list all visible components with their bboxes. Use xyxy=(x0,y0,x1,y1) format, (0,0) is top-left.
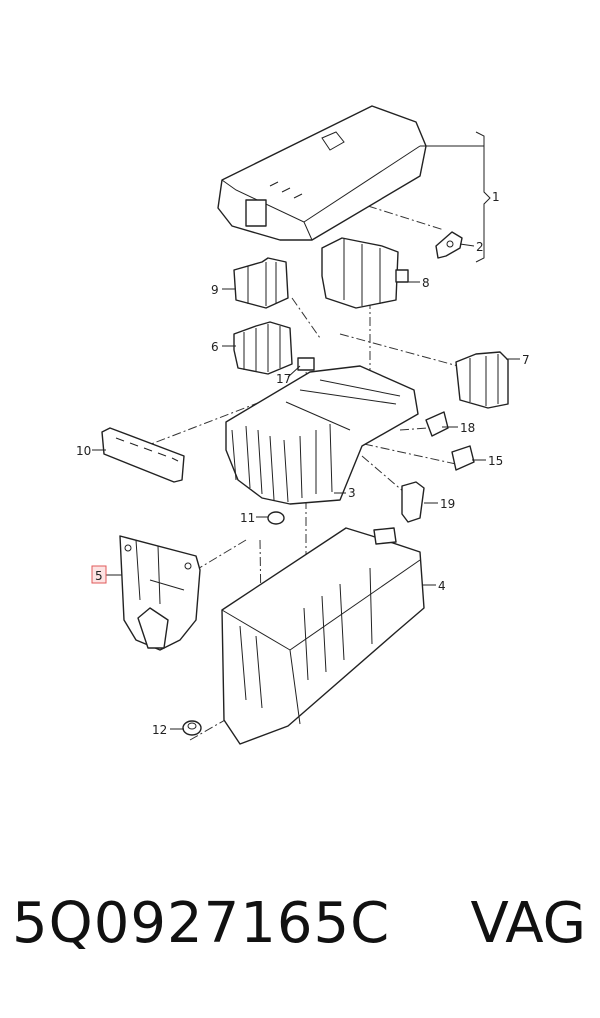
callout-6: 6 xyxy=(211,340,219,354)
callout-3: 3 xyxy=(348,486,356,500)
part-17-fuse xyxy=(297,357,315,371)
part-8-holder xyxy=(321,237,409,309)
part-1-cover xyxy=(217,105,427,241)
callout-10: 10 xyxy=(76,444,91,458)
callout-15: 15 xyxy=(488,454,503,468)
highlight-box xyxy=(91,565,107,584)
callout-5: 5 xyxy=(95,569,103,583)
callout-12: 12 xyxy=(152,723,167,737)
callout-7: 7 xyxy=(522,353,530,367)
part-19-maxi-fuse xyxy=(401,481,425,523)
callout-9: 9 xyxy=(211,283,219,297)
callout-18: 18 xyxy=(460,421,475,435)
part-6-relay-holder xyxy=(233,321,293,375)
part-11-nut xyxy=(267,511,285,525)
callout-1: 1 xyxy=(492,190,500,204)
part-12-nut xyxy=(182,720,202,736)
callout-4: 4 xyxy=(438,579,446,593)
callout-11: 11 xyxy=(240,511,255,525)
callouts: 1 2 3 4 5 6 7 8 9 10 11 12 15 17 18 19 xyxy=(76,190,530,737)
part-7-relay-module xyxy=(455,351,509,409)
group-bracket-1-2 xyxy=(475,131,491,263)
callout-8: 8 xyxy=(422,276,430,290)
callout-17: 17 xyxy=(276,372,291,386)
part-4-lower-housing xyxy=(221,527,425,745)
part-9-relay-holder xyxy=(233,257,289,309)
leader-lines xyxy=(92,145,520,730)
part-2-clip xyxy=(435,231,463,259)
part-18-fuse xyxy=(425,411,449,437)
part-10-fuse-strip xyxy=(101,427,185,483)
part-15-fuse xyxy=(451,445,475,471)
part-3-fuse-box-frame xyxy=(225,365,419,505)
exploded-parts-diagram: 1 2 3 4 5 6 7 8 9 10 11 12 15 17 18 19 xyxy=(76,105,530,745)
part-5-bracket xyxy=(119,535,201,651)
callout-2: 2 xyxy=(476,240,484,254)
brand-label: VAG xyxy=(470,891,586,956)
part-number: 5Q0927165C xyxy=(12,891,391,956)
callout-19: 19 xyxy=(440,497,455,511)
